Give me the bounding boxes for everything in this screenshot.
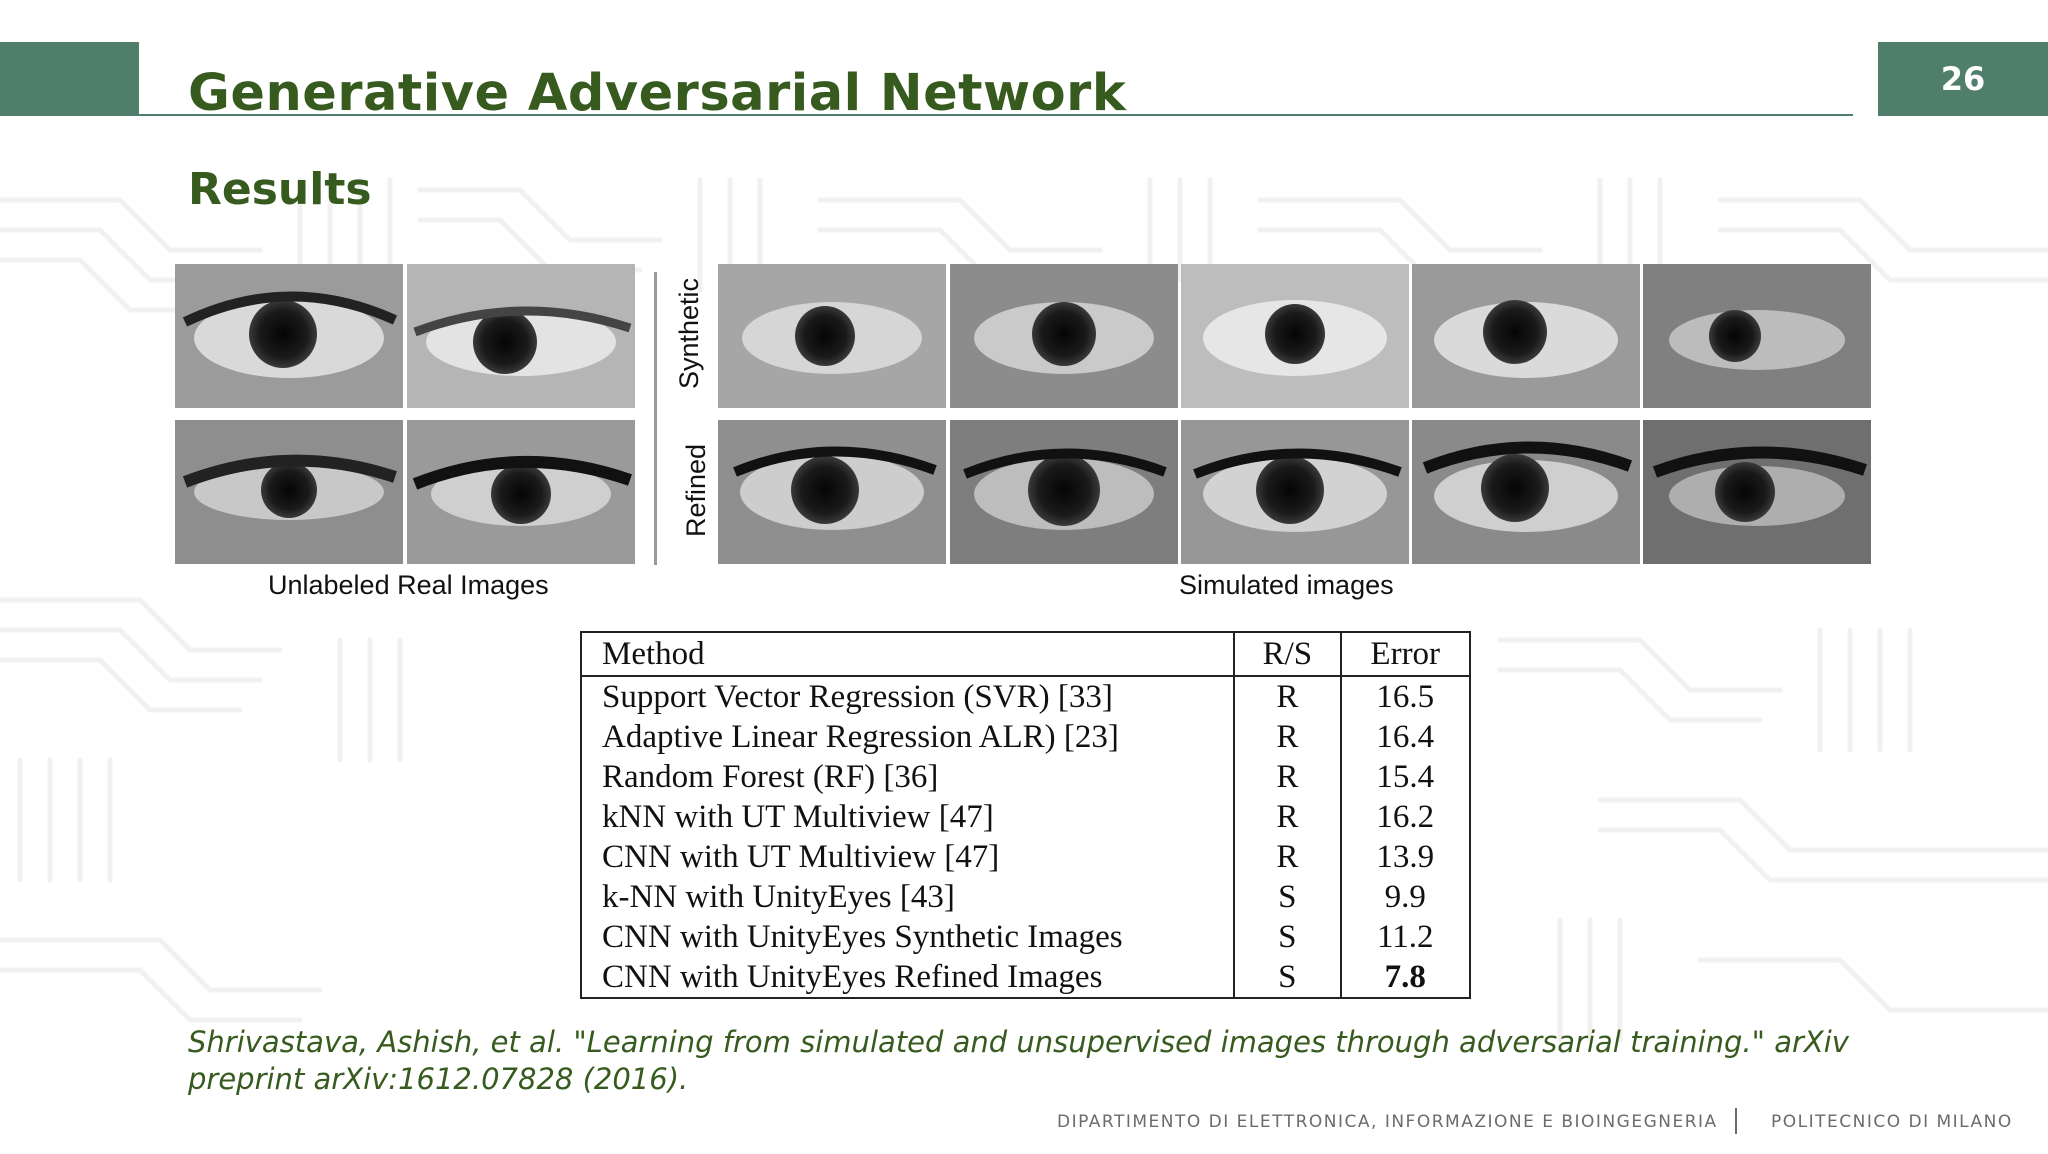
synthetic-eye-image: [1412, 264, 1640, 408]
refined-eye-image: [950, 420, 1178, 564]
footer-university: POLITECNICO DI MILANO: [1771, 1112, 2013, 1132]
method-cell: Random Forest (RF) [36]: [602, 759, 939, 795]
table-header-row: Method R/S Error: [582, 633, 1469, 677]
table-row: Support Vector Regression (SVR) [33] R 1…: [582, 676, 1469, 717]
synthetic-row-label: Synthetic: [674, 277, 705, 390]
method-cell: CNN with UT Multiview [47]: [602, 839, 1000, 875]
table-row: Random Forest (RF) [36] R 15.4: [582, 757, 1469, 797]
rs-cell: R: [1233, 837, 1341, 877]
best-error-cell: 7.8: [1339, 957, 1469, 997]
citation-text: Shrivastava, Ashish, et al. "Learning fr…: [188, 1025, 1849, 1096]
error-cell: 9.9: [1339, 877, 1469, 917]
error-cell: 11.2: [1339, 917, 1469, 957]
method-cell: Adaptive Linear Regression ALR) [23]: [602, 719, 1119, 755]
synthetic-eye-image: [950, 264, 1178, 408]
refined-eye-image: [1643, 420, 1871, 564]
synthetic-eye-image: [718, 264, 946, 408]
real-eye-image: [407, 420, 635, 564]
table-row: kNN with UT Multiview [47] R 16.2: [582, 797, 1469, 837]
refined-eye-image: [1181, 420, 1409, 564]
slide-title: Generative Adversarial Network: [188, 64, 1127, 123]
real-images-caption: Unlabeled Real Images: [268, 570, 549, 600]
column-header-error: Error: [1339, 633, 1469, 677]
footer-department: DIPARTIMENTO DI ELETTRONICA, INFORMAZION…: [1057, 1112, 1718, 1132]
real-eye-image: [407, 264, 635, 408]
table-row: k-NN with UnityEyes [43] S 9.9: [582, 877, 1469, 917]
table-row: CNN with UT Multiview [47] R 13.9: [582, 837, 1469, 877]
header-accent-block: [0, 42, 139, 116]
section-subtitle: Results: [188, 164, 372, 215]
error-cell: 16.5: [1339, 676, 1469, 717]
refined-row-label: Refined: [681, 443, 712, 538]
eye-images-figure: [175, 264, 1871, 564]
synthetic-eye-image: [1643, 264, 1871, 408]
method-cell: CNN with UnityEyes Refined Images: [602, 959, 1103, 995]
error-cell: 16.4: [1339, 717, 1469, 757]
synthetic-eye-image: [1181, 264, 1409, 408]
error-cell: 15.4: [1339, 757, 1469, 797]
figure-divider: [654, 272, 657, 565]
rs-cell: R: [1233, 797, 1341, 837]
table-row: CNN with UnityEyes Refined Images S 7.8: [582, 957, 1469, 997]
rs-cell: R: [1233, 757, 1341, 797]
column-header-rs: R/S: [1233, 633, 1341, 677]
rs-cell: R: [1233, 717, 1341, 757]
method-cell: k-NN with UnityEyes [43]: [602, 879, 955, 915]
rs-cell: S: [1233, 917, 1341, 957]
method-cell: kNN with UT Multiview [47]: [602, 799, 994, 835]
results-table: Method R/S Error Support Vector Regressi…: [580, 631, 1471, 999]
real-eye-image: [175, 420, 403, 564]
rs-cell: R: [1233, 676, 1341, 717]
method-cell: Support Vector Regression (SVR) [33]: [602, 679, 1113, 715]
refined-eye-image: [718, 420, 946, 564]
page-number: 26: [1940, 60, 1986, 98]
table-row: Adaptive Linear Regression ALR) [23] R 1…: [582, 717, 1469, 757]
rs-cell: S: [1233, 877, 1341, 917]
footer-separator: [1735, 1108, 1737, 1134]
title-underline: [139, 114, 1853, 116]
column-header-method: Method: [582, 633, 1235, 677]
method-cell: CNN with UnityEyes Synthetic Images: [602, 919, 1123, 955]
rs-cell: S: [1233, 957, 1341, 997]
refined-eye-image: [1412, 420, 1640, 564]
simulated-images-caption: Simulated images: [1179, 570, 1394, 600]
error-cell: 16.2: [1339, 797, 1469, 837]
page-number-badge: 26: [1878, 42, 2048, 116]
real-eye-image: [175, 264, 403, 408]
table-row: CNN with UnityEyes Synthetic Images S 11…: [582, 917, 1469, 957]
error-cell: 13.9: [1339, 837, 1469, 877]
